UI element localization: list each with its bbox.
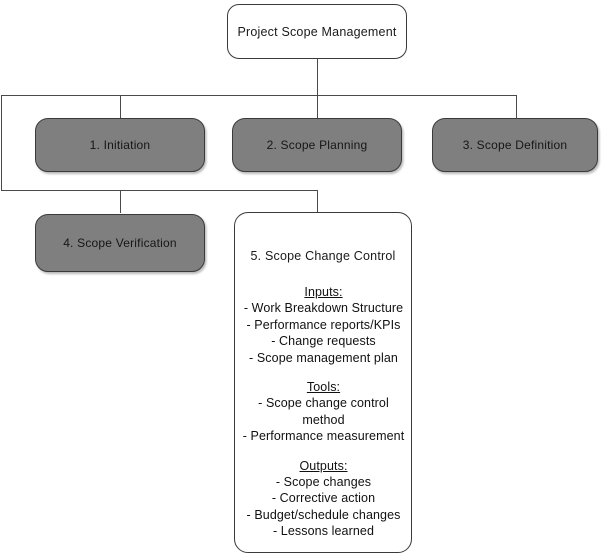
detail-item: - Performance reports/KPIs <box>246 317 401 332</box>
detail-body: Inputs: - Work Breakdown Structure - Per… <box>235 285 411 540</box>
node-label: 3. Scope Definition <box>462 138 568 152</box>
detail-group-inputs: Inputs: - Work Breakdown Structure - Per… <box>242 285 405 366</box>
node-scope-definition[interactable]: 3. Scope Definition <box>432 118 598 172</box>
detail-group-title: Inputs: <box>304 285 343 299</box>
connector-left-spine <box>1 95 2 191</box>
detail-item: - Scope management plan <box>249 350 398 365</box>
detail-item: - Scope changes <box>275 474 372 489</box>
node-label: 2. Scope Planning <box>266 138 368 152</box>
node-scope-planning[interactable]: 2. Scope Planning <box>232 118 402 172</box>
detail-item: - Corrective action <box>271 491 376 505</box>
connector-lower-bus <box>1 190 318 191</box>
node-initiation[interactable]: 1. Initiation <box>35 118 205 172</box>
connector-upper-bus <box>1 95 517 96</box>
node-heading: 5. Scope Change Control <box>250 249 396 263</box>
connector-bus-to-scope-change-control <box>317 190 318 213</box>
node-label: 1. Initiation <box>89 138 151 152</box>
node-label: Project Scope Management <box>237 24 397 39</box>
detail-item: - Budget/schedule changes <box>246 507 401 522</box>
detail-item: - Work Breakdown Structure <box>243 301 404 315</box>
detail-item: - Lessons learned <box>272 524 375 538</box>
detail-group-tools: Tools: - Scope change control method - P… <box>242 380 405 445</box>
node-project-scope-management[interactable]: Project Scope Management <box>227 4 407 59</box>
connector-bus-to-scope-definition <box>516 95 517 118</box>
connector-title-to-bus <box>317 58 318 95</box>
detail-item: - Scope change control method <box>258 396 389 427</box>
detail-item: - Change requests <box>271 334 376 348</box>
detail-group-title: Outputs: <box>299 458 348 473</box>
connector-bus-to-scope-verification <box>120 190 121 213</box>
node-scope-change-control[interactable]: 5. Scope Change Control Inputs: - Work B… <box>234 212 412 553</box>
detail-item: - Performance measurement <box>242 429 405 443</box>
connector-bus-to-initiation <box>120 95 121 118</box>
node-scope-verification[interactable]: 4. Scope Verification <box>35 214 205 272</box>
node-label: 4. Scope Verification <box>63 236 177 250</box>
detail-group-outputs: Outputs: - Scope changes - Corrective ac… <box>242 459 405 540</box>
connector-bus-to-scope-planning <box>317 95 318 118</box>
detail-group-title: Tools: <box>306 380 341 394</box>
